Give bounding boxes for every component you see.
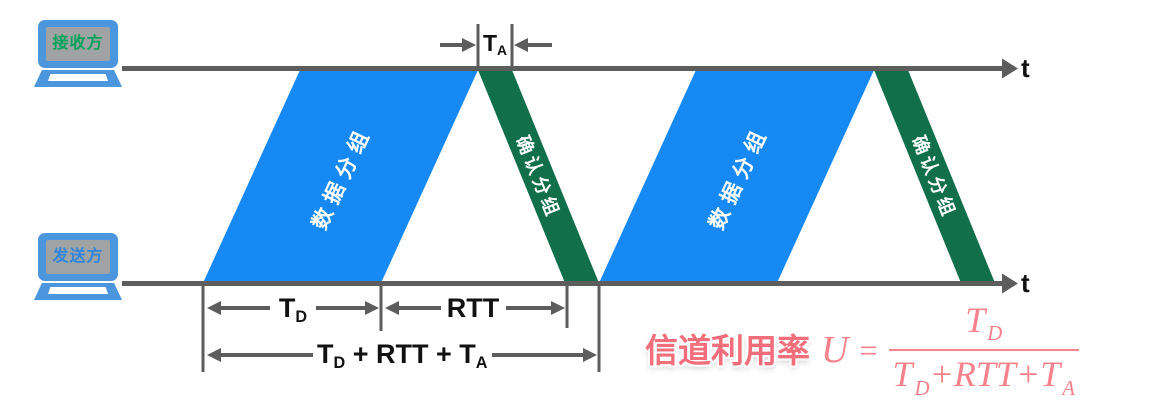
receiver-timeline (122, 66, 1004, 71)
receiver-laptop-icon: 接收方 (38, 20, 118, 68)
td-label: TD (278, 293, 308, 326)
receiver-node: 接收方 (34, 20, 122, 87)
ta-arrow-right-icon (514, 38, 528, 52)
total-span-left-arrow-icon (207, 348, 221, 362)
sender-laptop-icon: 发送方 (38, 233, 118, 281)
td-span-left-arrow-icon (207, 301, 221, 315)
sender-axis-label: t (1021, 268, 1030, 298)
rtt-span-right-arrow-icon (551, 301, 565, 315)
formula-equals: = (859, 331, 878, 368)
formula-fraction: TD TD+RTT+TA (888, 300, 1080, 400)
receiver-axis-label: t (1021, 53, 1030, 83)
data-packet-1-shape (203, 70, 478, 283)
sender-label: 发送方 (52, 248, 104, 265)
ack-packet-1-shape (478, 70, 599, 283)
td-span-right-arrow-icon (365, 301, 379, 315)
rtt-label: RTT (446, 293, 500, 323)
ta-arrow-left-icon (462, 38, 476, 52)
rtt-span-left-arrow-icon (385, 301, 399, 315)
ack-packet-2-shape (874, 70, 995, 283)
formula-title: 信道利用率 (645, 331, 810, 369)
data-packet-2-shape (599, 70, 874, 283)
formula-denominator: TD+RTT+TA (892, 354, 1076, 400)
fraction-bar (888, 349, 1080, 352)
formula-numerator: TD (965, 300, 1003, 346)
formula-variable: U (821, 329, 849, 372)
total-time-label: TD + RTT + TA (317, 339, 488, 372)
utilization-formula: 信道利用率 U = TD TD+RTT+TA (645, 300, 1080, 400)
receiver-timeline-arrow-icon (1002, 58, 1018, 79)
sender-timeline-arrow-icon (1002, 273, 1018, 294)
receiver-label: 接收方 (52, 35, 104, 52)
sender-node: 发送方 (34, 233, 122, 300)
sender-timeline (122, 281, 1004, 286)
ta-label: TA (482, 30, 508, 59)
total-span-right-arrow-icon (583, 348, 597, 362)
